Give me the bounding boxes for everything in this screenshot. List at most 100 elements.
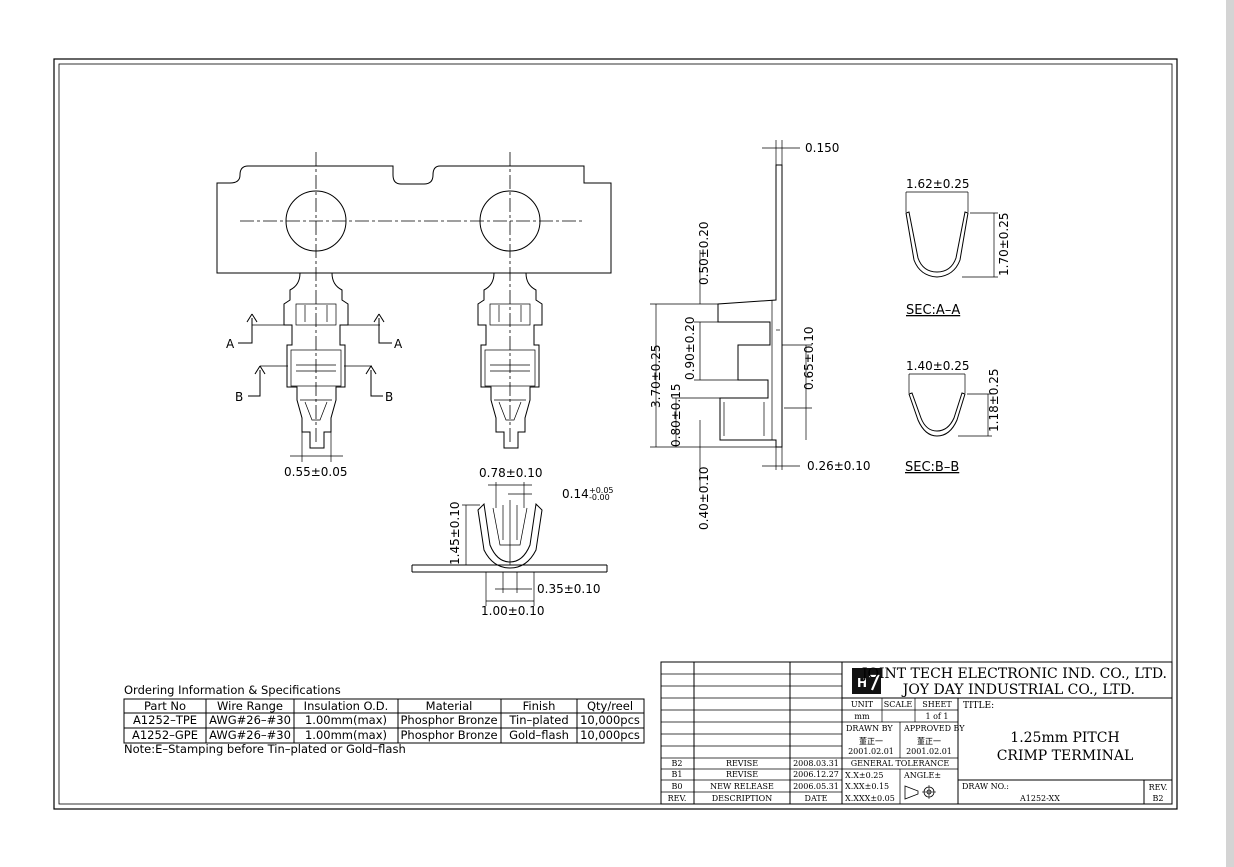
section-b-label: SEC:B–B xyxy=(905,460,959,475)
vertical-scrollbar[interactable] xyxy=(1226,0,1234,867)
svg-text:A1252-XX: A1252-XX xyxy=(1019,794,1060,803)
rev-desc: NEW RELEASE xyxy=(710,782,774,791)
outer-border xyxy=(53,58,1178,810)
ordering-cell: A1252–TPE xyxy=(133,713,197,727)
inner-border xyxy=(58,63,1173,805)
ordering-cell: 1.00mm(max) xyxy=(305,728,387,742)
rev-header: DESCRIPTION xyxy=(712,794,772,803)
front-view: 0.78±0.10 0.14 +0.05 -0.00 1.45±0.10 0.3… xyxy=(411,466,614,618)
top-view-strip xyxy=(216,152,612,445)
approved-signature: 董正一 xyxy=(917,736,941,746)
rev-cell: B2 xyxy=(672,759,683,768)
rev-cell: B1 xyxy=(672,770,683,779)
drawn-signature: 董正一 xyxy=(859,736,883,746)
terminal-right xyxy=(477,272,543,449)
svg-text:1.00±0.10: 1.00±0.10 xyxy=(481,604,545,618)
section-a-label: SEC:A–A xyxy=(906,303,960,318)
ordering-cell: 10,000pcs xyxy=(580,713,640,727)
svg-text:0.150: 0.150 xyxy=(805,141,839,155)
drawing-title-2: CRIMP TERMINAL xyxy=(997,748,1134,764)
rev-header: DATE xyxy=(805,794,828,803)
ordering-cell: AWG#26–#30 xyxy=(209,713,291,727)
rev-header: REV. xyxy=(668,794,687,803)
ordering-cell: 10,000pcs xyxy=(580,728,640,742)
section-a-a: 1.62±0.25 1.70±0.25 SEC:A–A xyxy=(905,177,1011,318)
ordering-table: Ordering Information & Specifications Pa… xyxy=(123,683,645,756)
svg-text:H: H xyxy=(857,676,867,690)
svg-text:X.XX±0.15: X.XX±0.15 xyxy=(845,782,889,791)
drawing-title-1: 1.25mm PITCH xyxy=(1010,730,1119,746)
svg-text:0.35±0.10: 0.35±0.10 xyxy=(537,582,601,596)
svg-text:0.55±0.05: 0.55±0.05 xyxy=(284,465,348,479)
svg-text:REV.: REV. xyxy=(1149,783,1168,792)
svg-text:0.26±0.10: 0.26±0.10 xyxy=(807,459,871,473)
ordering-cell: 1.00mm(max) xyxy=(305,713,387,727)
ordering-cell: Gold–flash xyxy=(509,728,569,742)
svg-text:B2: B2 xyxy=(1153,794,1164,803)
ordering-cell: Phosphor Bronze xyxy=(400,713,497,727)
mark-b-right: B xyxy=(385,390,393,404)
svg-text:-0.00: -0.00 xyxy=(589,493,610,502)
terminal-left xyxy=(283,272,349,449)
mark-b-left: B xyxy=(235,390,243,404)
svg-text:APPROVED BY: APPROVED BY xyxy=(903,724,965,733)
ordering-cell: A1252–GPE xyxy=(132,728,198,742)
rev-date: 2008.03.31 xyxy=(793,759,839,768)
svg-text:DRAWN BY: DRAWN BY xyxy=(846,724,893,733)
svg-text:0.65±0.10: 0.65±0.10 xyxy=(802,327,816,391)
svg-text:SHEET: SHEET xyxy=(922,700,952,709)
svg-text:2001.02.01: 2001.02.01 xyxy=(906,747,952,756)
ordering-cell: Tin–plated xyxy=(508,713,568,727)
side-view: 0.150 3.70±0.25 0.80±0.15 0.50±0.20 0.90… xyxy=(649,140,871,530)
svg-text:0.40±0.10: 0.40±0.10 xyxy=(697,467,711,531)
svg-text:ANGLE±: ANGLE± xyxy=(903,771,941,780)
title-block: B2 REVISE 2008.03.31 B1 REVISE 2006.12.2… xyxy=(660,661,1173,805)
section-marks: A A B B xyxy=(226,313,403,404)
svg-text:X.XXX±0.05: X.XXX±0.05 xyxy=(845,794,895,803)
ordering-header: Finish xyxy=(523,699,556,713)
company-name-1: JOINT TECH ELECTRONIC IND. CO., LTD. xyxy=(860,666,1167,682)
rev-desc: REVISE xyxy=(726,770,758,779)
company-name-2: JOY DAY INDUSTRIAL CO., LTD. xyxy=(901,682,1135,698)
projection-symbol-icon xyxy=(904,785,936,800)
ordering-header: Insulation O.D. xyxy=(304,699,389,713)
svg-text:0.50±0.20: 0.50±0.20 xyxy=(697,222,711,286)
svg-text:1 of 1: 1 of 1 xyxy=(925,712,948,721)
ordering-cell: Phosphor Bronze xyxy=(400,728,497,742)
svg-text:0.80±0.15: 0.80±0.15 xyxy=(669,384,683,448)
svg-text:1.62±0.25: 1.62±0.25 xyxy=(906,177,970,191)
svg-text:+0.05: +0.05 xyxy=(589,486,614,495)
svg-text:X.X±0.25: X.X±0.25 xyxy=(845,771,883,780)
ordering-header: Wire Range xyxy=(217,699,283,713)
ordering-header: Part No xyxy=(144,699,186,713)
svg-text:0.14: 0.14 xyxy=(562,487,589,501)
svg-text:1.45±0.10: 1.45±0.10 xyxy=(448,502,462,566)
rev-date: 2006.12.27 xyxy=(793,770,839,779)
mark-a-left: A xyxy=(226,337,235,351)
svg-text:1.70±0.25: 1.70±0.25 xyxy=(997,213,1011,277)
svg-text:1.40±0.25: 1.40±0.25 xyxy=(906,359,970,373)
svg-text:UNIT: UNIT xyxy=(851,700,874,709)
svg-text:mm: mm xyxy=(854,712,870,721)
svg-text:1.18±0.25: 1.18±0.25 xyxy=(987,369,1001,433)
svg-text:TITLE:: TITLE: xyxy=(963,701,994,711)
dim-055: 0.55±0.05 xyxy=(284,432,348,479)
svg-text:2001.02.01: 2001.02.01 xyxy=(848,747,894,756)
svg-text:DRAW NO.:: DRAW NO.: xyxy=(962,782,1009,791)
ordering-title: Ordering Information & Specifications xyxy=(124,683,341,697)
rev-desc: REVISE xyxy=(726,759,758,768)
ordering-cell: AWG#26–#30 xyxy=(209,728,291,742)
svg-text:3.70±0.25: 3.70±0.25 xyxy=(649,345,663,409)
section-b-b: 1.40±0.25 1.18±0.25 SEC:B–B xyxy=(905,359,1001,475)
svg-text:GENERAL TOLERANCE: GENERAL TOLERANCE xyxy=(851,759,950,768)
ordering-header: Material xyxy=(426,699,473,713)
svg-text:0.78±0.10: 0.78±0.10 xyxy=(479,466,543,480)
ordering-header: Qty/reel xyxy=(587,699,633,713)
ordering-note: Note:E–Stamping before Tin–plated or Gol… xyxy=(124,742,406,756)
rev-date: 2006.05.31 xyxy=(793,782,839,791)
rev-cell: B0 xyxy=(672,782,683,791)
svg-text:SCALE: SCALE xyxy=(884,700,913,709)
mark-a-right: A xyxy=(394,337,403,351)
svg-text:0.90±0.20: 0.90±0.20 xyxy=(683,317,697,381)
